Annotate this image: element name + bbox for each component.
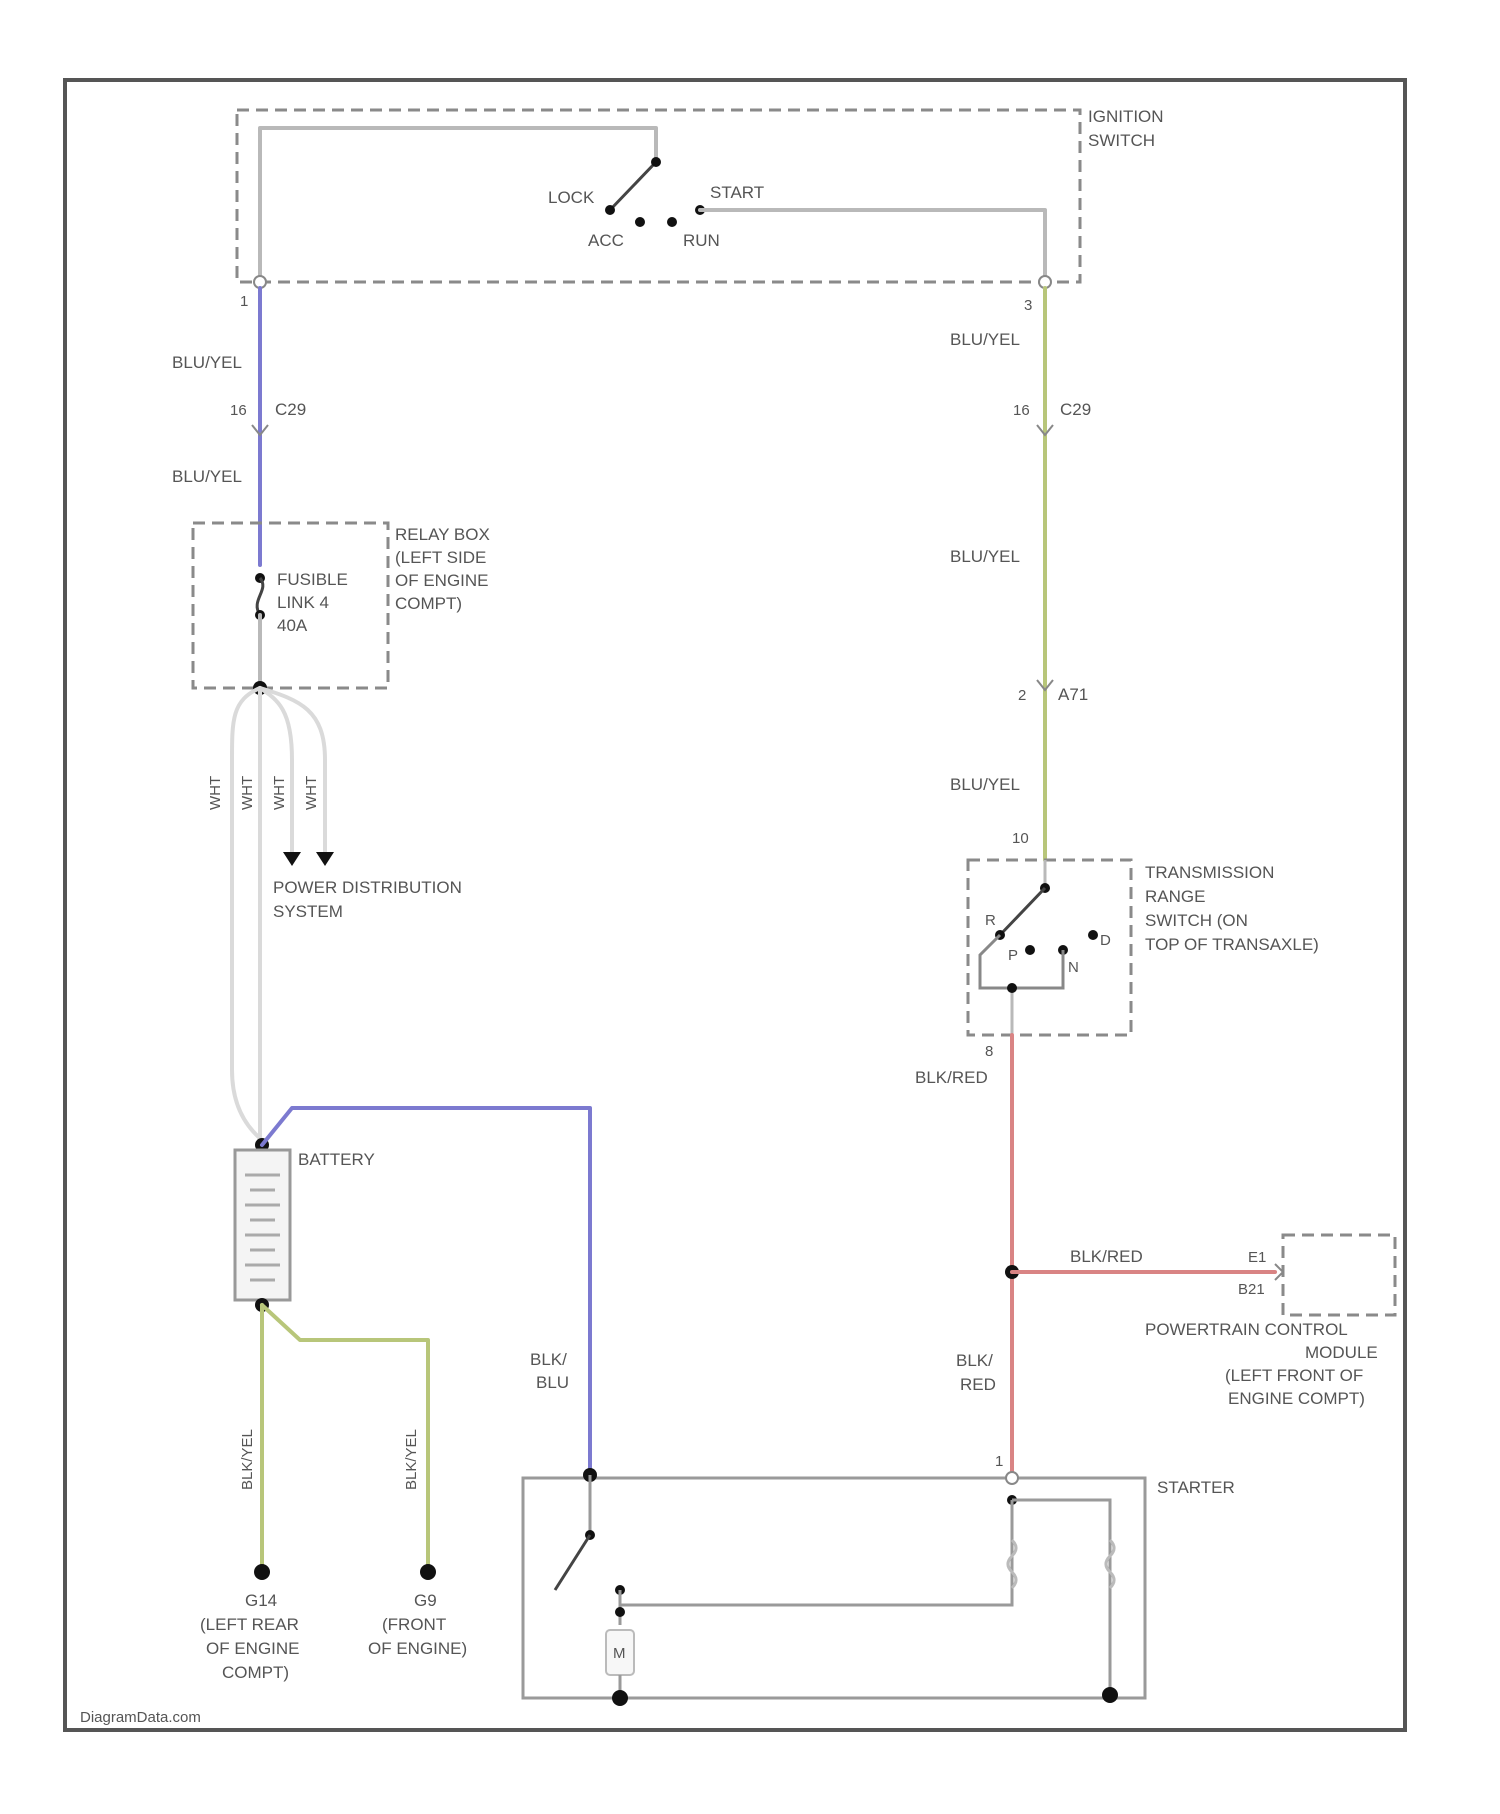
starter-ground-left xyxy=(612,1690,628,1706)
trs-contact-p xyxy=(1025,945,1035,955)
trs-pos-d: D xyxy=(1100,932,1111,949)
starter-pull-coil-wire xyxy=(1012,1500,1110,1695)
pcm-pin: E1 xyxy=(1248,1249,1266,1266)
wht-label-2: WHT xyxy=(239,776,256,810)
ignition-pos-run: RUN xyxy=(683,231,720,250)
starter-pin-1: 1 xyxy=(995,1453,1003,1470)
trs-pin-8: 8 xyxy=(985,1043,993,1060)
connector-c29-left-name: C29 xyxy=(275,400,306,419)
starter-ground-right xyxy=(1102,1687,1118,1703)
pcm-wire-label: BLK/RED xyxy=(1070,1247,1143,1266)
ground-g9-line-1: (FRONT xyxy=(382,1615,446,1634)
ignition-pos-start: START xyxy=(710,183,764,202)
ground-g9-line-2: OF ENGINE) xyxy=(368,1639,467,1658)
ground-g14-icon xyxy=(254,1564,270,1580)
ground-g14-line-3: COMPT) xyxy=(222,1663,289,1682)
fusible-link-line-2: LINK 4 xyxy=(277,593,329,612)
connector-c29-left-pin: 16 xyxy=(230,402,247,419)
starter-feed-upper-label: BLK/RED xyxy=(915,1068,988,1087)
battery-cable-label-2: BLU xyxy=(536,1373,569,1392)
starter-solenoid-blade xyxy=(555,1535,590,1590)
ground-g9-name: G9 xyxy=(414,1591,437,1610)
trs-title-3: SWITCH (ON xyxy=(1145,911,1248,930)
pds-arrow-2-icon xyxy=(316,852,334,866)
battery-label: BATTERY xyxy=(298,1150,375,1169)
ignition-pin-left: 1 xyxy=(240,293,248,310)
wht-wire-3 xyxy=(260,688,292,852)
pcm-connector: B21 xyxy=(1238,1281,1265,1298)
starter-feed-lower-label-1: BLK/ xyxy=(956,1351,993,1370)
trs-pin-10: 10 xyxy=(1012,830,1029,847)
relay-box-title-3: OF ENGINE xyxy=(395,571,489,590)
ignition-contact-lock xyxy=(605,205,615,215)
trs-pos-p: P xyxy=(1008,947,1018,964)
ignition-internal-wire-left xyxy=(260,128,656,282)
trs-output-node xyxy=(1007,983,1017,993)
ground-g14-name: G14 xyxy=(245,1591,277,1610)
wire-right-label-3: BLU/YEL xyxy=(950,775,1020,794)
wire-right-label-1: BLU/YEL xyxy=(950,330,1020,349)
ignition-pos-lock: LOCK xyxy=(548,188,595,207)
powertrain-control-module-box xyxy=(1283,1235,1395,1315)
wht-wire-1 xyxy=(232,688,262,1140)
ignition-contact-run xyxy=(667,217,677,227)
ignition-switch-box xyxy=(237,110,1080,282)
pcm-title-2: MODULE xyxy=(1305,1343,1378,1362)
starter-control-terminal xyxy=(1006,1472,1018,1484)
ignition-switch-blade xyxy=(610,162,656,210)
wht-label-3: WHT xyxy=(271,776,288,810)
ground-wire-label-left: BLK/YEL xyxy=(239,1429,256,1490)
ignition-pos-acc: ACC xyxy=(588,231,624,250)
trs-title-1: TRANSMISSION xyxy=(1145,863,1274,882)
trs-title-4: TOP OF TRANSAXLE) xyxy=(1145,935,1319,954)
connector-a71-pin: 2 xyxy=(1018,687,1026,704)
starter-hold-coil-wire xyxy=(620,1500,1012,1605)
trs-blade xyxy=(1000,888,1045,935)
trs-title-2: RANGE xyxy=(1145,887,1205,906)
watermark: DiagramData.com xyxy=(80,1709,201,1726)
trs-internal-loop xyxy=(980,935,1063,988)
wire-left-lower-label: BLU/YEL xyxy=(172,467,242,486)
relay-box-title-4: COMPT) xyxy=(395,594,462,613)
power-distribution-line-1: POWER DISTRIBUTION xyxy=(273,878,462,897)
ignition-internal-wire-right xyxy=(700,210,1045,282)
pcm-title-1: POWERTRAIN CONTROL xyxy=(1145,1320,1348,1339)
ignition-contact-pivot xyxy=(651,157,661,167)
ground-g9-icon xyxy=(420,1564,436,1580)
starter-motor-top-node xyxy=(615,1607,625,1617)
ignition-pin-right: 3 xyxy=(1024,297,1032,314)
pds-arrow-1-icon xyxy=(283,852,301,866)
relay-box-title-2: (LEFT SIDE xyxy=(395,548,486,567)
fusible-link-line-3: 40A xyxy=(277,616,308,635)
wht-label-4: WHT xyxy=(303,776,320,810)
power-distribution-line-2: SYSTEM xyxy=(273,902,343,921)
ground-g14-line-2: OF ENGINE xyxy=(206,1639,300,1658)
trs-pos-n: N xyxy=(1068,959,1079,976)
connector-c29-right-pin: 16 xyxy=(1013,402,1030,419)
wht-label-1: WHT xyxy=(207,776,224,810)
starter-feed-lower-label-2: RED xyxy=(960,1375,996,1394)
pcm-title-3: (LEFT FRONT OF xyxy=(1225,1366,1363,1385)
ignition-switch-title-2: SWITCH xyxy=(1088,131,1155,150)
ground-g14-line-1: (LEFT REAR xyxy=(200,1615,299,1634)
trs-pos-r: R xyxy=(985,912,996,929)
starter-motor-label: M xyxy=(613,1645,626,1662)
wire-left-upper-label: BLU/YEL xyxy=(172,353,242,372)
ignition-switch-title-1: IGNITION xyxy=(1088,107,1164,126)
battery-cable-label-1: BLK/ xyxy=(530,1350,567,1369)
relay-box-title-1: RELAY BOX xyxy=(395,525,490,544)
wire-right-label-2: BLU/YEL xyxy=(950,547,1020,566)
pcm-title-4: ENGINE COMPT) xyxy=(1228,1389,1365,1408)
connector-c29-right-name: C29 xyxy=(1060,400,1091,419)
battery-body xyxy=(235,1150,290,1300)
connector-a71-name: A71 xyxy=(1058,685,1088,704)
trs-contact-d xyxy=(1088,930,1098,940)
starter-label: STARTER xyxy=(1157,1478,1235,1497)
fusible-link-line-1: FUSIBLE xyxy=(277,570,348,589)
ground-wire-label-right: BLK/YEL xyxy=(403,1429,420,1490)
fusible-link-4 xyxy=(257,578,263,615)
ignition-contact-acc xyxy=(635,217,645,227)
